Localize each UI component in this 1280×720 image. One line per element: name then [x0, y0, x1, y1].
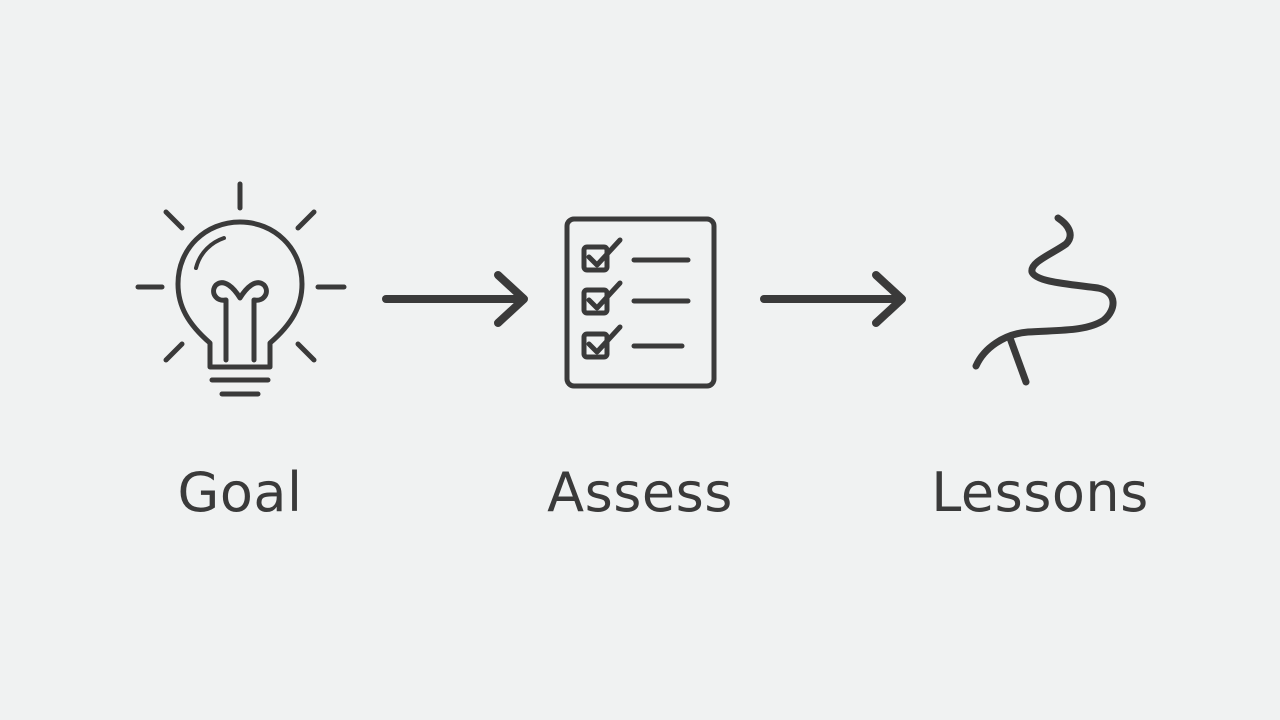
checklist-icon — [564, 216, 717, 389]
arrow-right-icon — [382, 271, 528, 327]
winding-path-icon — [972, 214, 1117, 386]
step-label-lessons: Lessons — [931, 461, 1149, 524]
step-label-assess: Assess — [547, 461, 733, 524]
arrow-right-icon — [760, 271, 906, 327]
lightbulb-icon — [135, 181, 347, 397]
step-label-goal: Goal — [177, 461, 303, 524]
